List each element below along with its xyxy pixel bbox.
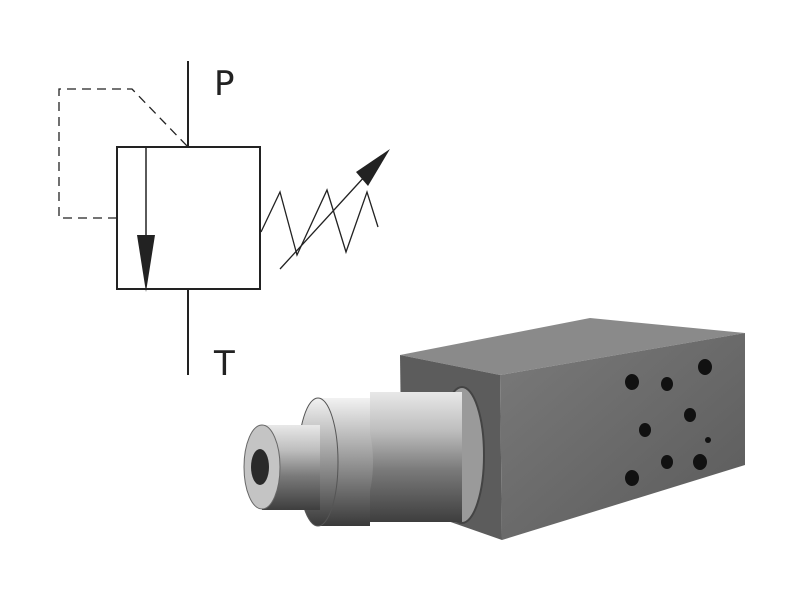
port-p-label: P (214, 64, 235, 104)
spring-icon (260, 188, 379, 257)
block-top-face (400, 318, 745, 375)
hex-socket-icon (251, 449, 269, 485)
adjustable-arrow-icon (356, 149, 390, 186)
hydraulic-symbol (58, 61, 390, 375)
valve-envelope (116, 146, 261, 290)
adjustable-arrow-shaft (279, 174, 367, 270)
pilot-line (58, 88, 189, 219)
port-t-label: T (213, 344, 235, 384)
block-front-face (500, 333, 745, 540)
valve-render (243, 318, 745, 540)
port-holes (625, 359, 712, 486)
flow-arrow-icon (137, 235, 155, 292)
cartridge-body (370, 392, 462, 522)
